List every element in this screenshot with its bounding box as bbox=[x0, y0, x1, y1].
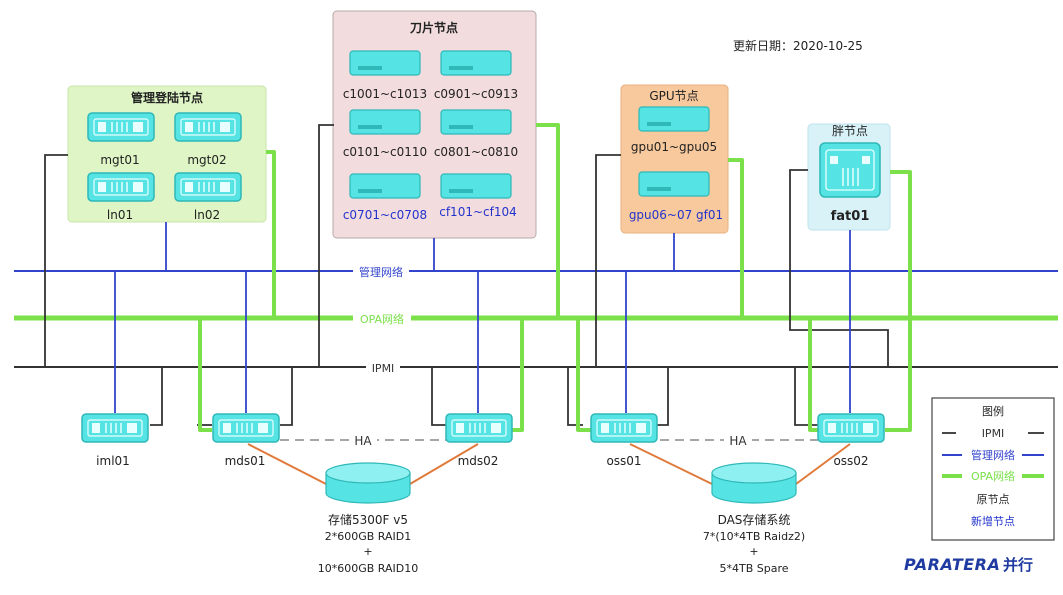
storage-text: 7*(10*4TB Raidz2) bbox=[703, 530, 805, 543]
ha-label-mds: HA bbox=[354, 434, 372, 448]
fat-group-title: 胖节点 bbox=[832, 124, 868, 138]
server-label: mds02 bbox=[458, 454, 499, 468]
oss02-server bbox=[817, 413, 885, 443]
node-label: mgt02 bbox=[187, 153, 226, 167]
update-date: 更新日期：2020-10-25 bbox=[733, 38, 863, 53]
node-label: c0801~c0810 bbox=[434, 145, 518, 159]
storage-5300f-icon bbox=[325, 462, 411, 504]
opa-network-label: OPA网络 bbox=[360, 312, 404, 326]
mds01-server bbox=[212, 413, 280, 443]
node-label-new: cf101~cf104 bbox=[439, 205, 517, 219]
mgt01-node bbox=[87, 112, 155, 142]
node-label-new: c0701~c0708 bbox=[343, 208, 427, 222]
legend: 图例 IPMI 管理网络 OPA网络 原节点 新增节点 bbox=[931, 397, 1055, 541]
opa-net-links bbox=[198, 123, 912, 432]
gpu-group-title: GPU节点 bbox=[649, 89, 698, 103]
storage-text: DAS存储系统 bbox=[718, 512, 791, 527]
node-label: ln01 bbox=[107, 208, 133, 222]
storage-das-icon bbox=[711, 462, 797, 504]
ln01-node bbox=[87, 172, 155, 202]
storage-text: 5*4TB Spare bbox=[719, 562, 788, 575]
logo-cn: 并行 bbox=[1003, 556, 1033, 574]
storage-text: + bbox=[749, 545, 758, 558]
legend-title: 图例 bbox=[982, 404, 1004, 418]
mgmt-net-links bbox=[114, 222, 851, 413]
paratera-logo: PARATERA 并行 bbox=[904, 555, 1033, 574]
node-label: fat01 bbox=[831, 209, 870, 224]
legend-item-ipmi: IPMI bbox=[982, 427, 1005, 440]
storage-text: 存储5300F v5 bbox=[328, 512, 408, 527]
server-label: iml01 bbox=[96, 454, 130, 468]
ha-label-oss: HA bbox=[729, 434, 747, 448]
node-label: gpu01~gpu05 bbox=[631, 140, 717, 154]
server-label: oss01 bbox=[606, 454, 641, 468]
ln02-node bbox=[174, 172, 242, 202]
blade-chassis bbox=[440, 109, 512, 135]
oss01-server bbox=[590, 413, 658, 443]
mgmt-group-title: 管理登陆节点 bbox=[131, 90, 203, 105]
legend-item-opa: OPA网络 bbox=[971, 469, 1015, 483]
node-label-new: gpu06~07 gf01 bbox=[629, 208, 723, 222]
blade-group-title: 刀片节点 bbox=[410, 20, 458, 35]
blade-chassis bbox=[349, 50, 421, 76]
legend-new-nodes: 新增节点 bbox=[971, 514, 1015, 528]
blade-chassis bbox=[349, 173, 421, 199]
blade-chassis bbox=[440, 173, 512, 199]
blade-chassis bbox=[349, 109, 421, 135]
mds02-server bbox=[445, 413, 513, 443]
node-label: c0101~c0110 bbox=[343, 145, 427, 159]
server-label: oss02 bbox=[833, 454, 868, 468]
legend-original-nodes: 原节点 bbox=[977, 493, 1010, 506]
mgt02-node bbox=[174, 112, 242, 142]
node-label: mgt01 bbox=[100, 153, 139, 167]
node-label: c0901~c0913 bbox=[434, 87, 518, 101]
storage-text: 2*600GB RAID1 bbox=[325, 530, 412, 543]
storage-links bbox=[247, 443, 851, 485]
node-label: c1001~c1013 bbox=[343, 87, 427, 101]
blade-chassis bbox=[440, 50, 512, 76]
mgmt-network-label: 管理网络 bbox=[359, 265, 403, 279]
iml01-server bbox=[81, 413, 149, 443]
gpu-node bbox=[638, 171, 710, 197]
ipmi-network-label: IPMI bbox=[372, 362, 395, 375]
storage-text: + bbox=[363, 545, 372, 558]
legend-item-mgmt: 管理网络 bbox=[971, 448, 1015, 462]
logo-text: PARATERA bbox=[904, 555, 1000, 574]
storage-text: 10*600GB RAID10 bbox=[318, 562, 419, 575]
gpu-node bbox=[638, 106, 710, 132]
node-label: ln02 bbox=[194, 208, 220, 222]
server-label: mds01 bbox=[225, 454, 266, 468]
fat01-node bbox=[819, 142, 881, 198]
